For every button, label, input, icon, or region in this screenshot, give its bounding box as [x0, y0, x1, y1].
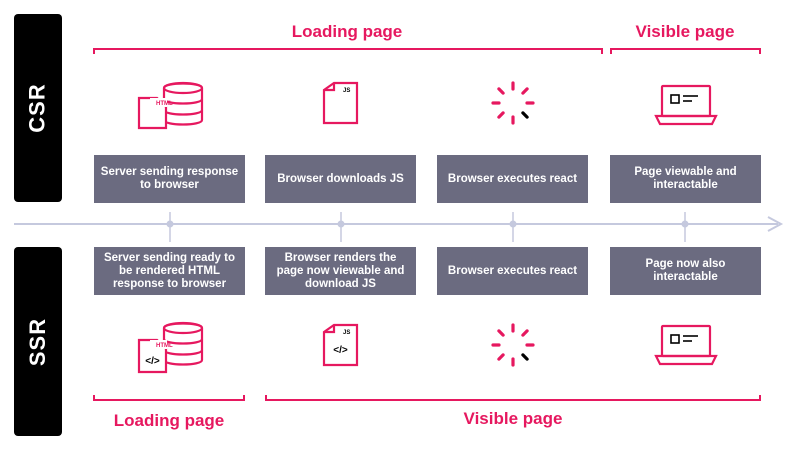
csr-step-1-box: Server sending response to browser [94, 155, 245, 203]
svg-text:JS: JS [343, 330, 350, 336]
svg-text:JS: JS [343, 88, 350, 94]
ssr-phase-loading-bracket [93, 395, 245, 401]
timeline-arrowhead [767, 216, 784, 232]
ssr-label-text: SSR [25, 317, 50, 366]
ssr-step-1-box: Server sending ready to be rendered HTML… [94, 247, 245, 295]
svg-text:</>: </> [333, 345, 348, 356]
ssr-phase-visible-bracket [265, 395, 761, 401]
csr-phase-loading-label: Loading page [291, 22, 403, 41]
svg-text:HTML: HTML [156, 101, 173, 107]
spinner-icon [491, 323, 535, 367]
csr-phase-loading-bracket [93, 48, 603, 54]
timeline-node-4 [681, 220, 689, 228]
csr-phase-visible-label: Visible page [635, 22, 735, 41]
html-file-database-icon: HTML [137, 81, 204, 130]
js-file-icon: JS [322, 81, 359, 125]
timeline-node-1 [166, 220, 174, 228]
svg-text:</>: </> [145, 356, 160, 367]
timeline [14, 212, 784, 242]
html-code-file-database-icon: HTML </> [137, 321, 204, 374]
ssr-step-4-box: Page now also interactable [610, 247, 761, 295]
csr-step-2-box: Browser downloads JS [265, 155, 416, 203]
spinner-icon [491, 81, 535, 125]
svg-text:HTML: HTML [156, 343, 173, 349]
timeline-node-3 [509, 220, 517, 228]
js-code-file-icon: JS </> [322, 323, 359, 367]
csr-phase-visible-bracket [610, 48, 761, 54]
laptop-icon [654, 84, 718, 126]
ssr-step-2-box: Browser renders the page now viewable an… [265, 247, 416, 295]
ssr-phase-visible-label: Visible page [463, 409, 563, 428]
ssr-phase-loading-label: Loading page [113, 411, 225, 430]
csr-label-text: CSR [25, 83, 51, 133]
timeline-node-2 [337, 220, 345, 228]
csr-step-3-box: Browser executes react [437, 155, 588, 203]
ssr-row-label: SSR [14, 247, 62, 436]
ssr-step-3-box: Browser executes react [437, 247, 588, 295]
csr-step-4-box: Page viewable and interactable [610, 155, 761, 203]
laptop-icon [654, 324, 718, 366]
csr-row-label: CSR [14, 14, 62, 202]
